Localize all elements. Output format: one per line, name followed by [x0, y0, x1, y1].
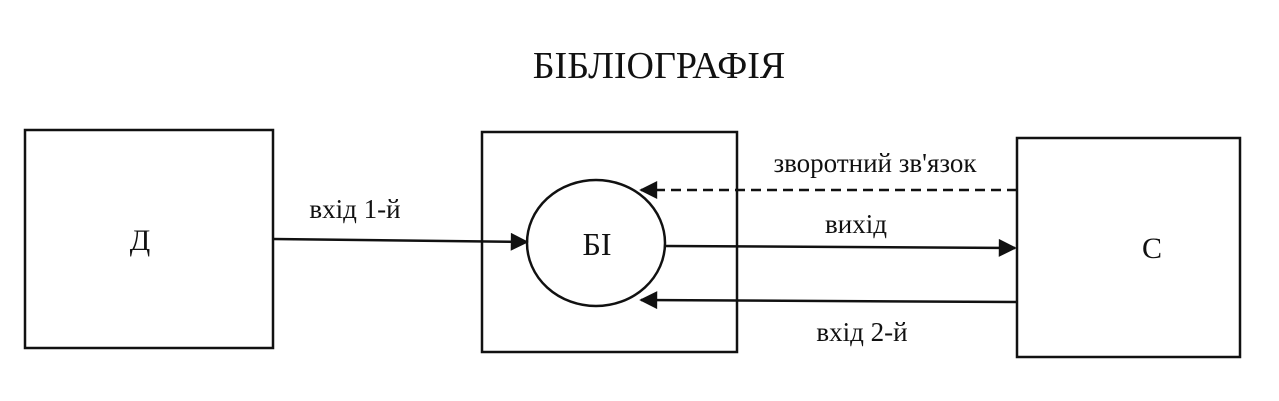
edge-output-arrow	[664, 238, 1017, 257]
edge-output-label: вихід	[825, 209, 887, 239]
edge-input-2-arrow	[639, 291, 1018, 310]
node-d-label: Д	[130, 224, 150, 257]
edge-feedback-label: зворотний зв'язок	[773, 148, 977, 178]
edge-input-1-label: вхід 1-й	[309, 194, 400, 224]
edge-input-2-label: вхід 2-й	[816, 317, 907, 347]
node-s-label: С	[1142, 232, 1162, 265]
diagram-title: БІБЛІОГРАФІЯ	[533, 45, 786, 87]
edge-input-1-arrow	[272, 232, 529, 251]
node-s-box	[1015, 136, 1242, 359]
node-bi-label: БІ	[582, 226, 611, 262]
